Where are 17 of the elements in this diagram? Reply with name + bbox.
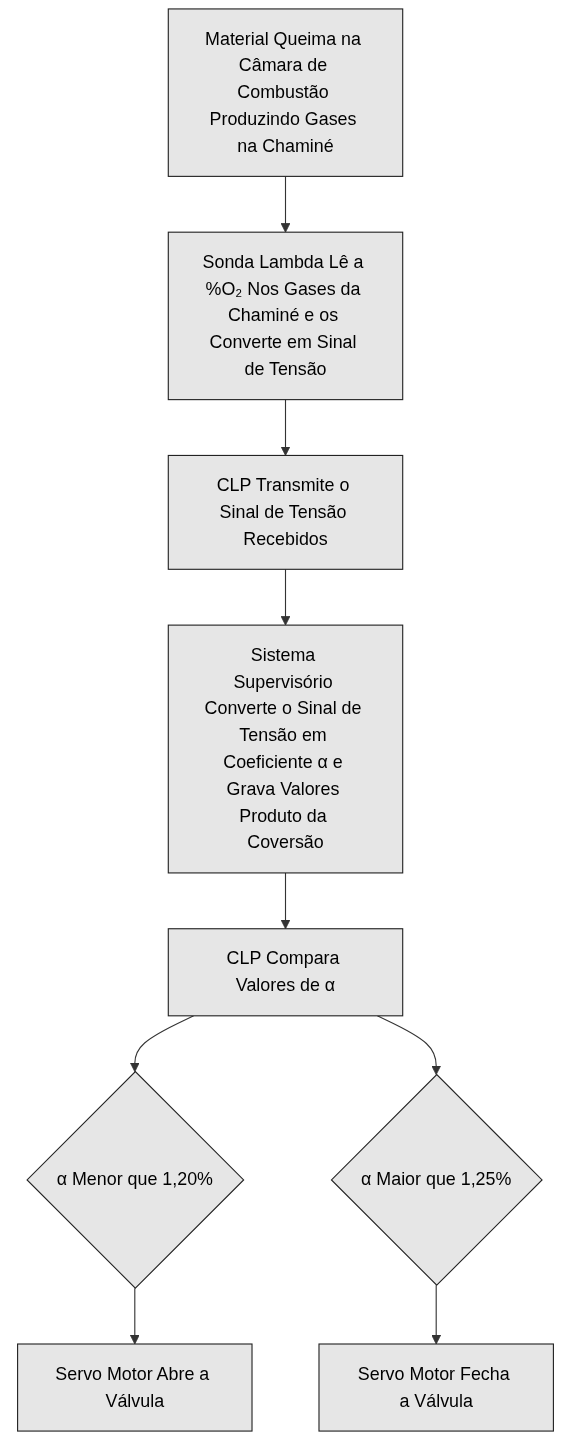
node-diamond: α Maior que 1,25% (330, 1073, 543, 1286)
node-box: CLP Compara Valores de α (167, 928, 404, 1017)
arrow (129, 1287, 140, 1345)
arrow (431, 1284, 442, 1345)
arrow (280, 175, 291, 233)
arrow (280, 872, 291, 930)
arrow (129, 1015, 195, 1073)
node-box: Servo Motor Abre a Válvula (17, 1343, 253, 1432)
node-box: Material Queima na Câmara de Combustão Produzindo Gases na Chaminé (167, 8, 404, 177)
node-box: CLP Transmite o Sinal de Tensão Recebidos (167, 454, 404, 570)
node-box: Servo Motor Fecha a Válvula (318, 1343, 554, 1432)
arrow (376, 1015, 442, 1076)
node-diamond: α Menor que 1,20% (26, 1070, 245, 1289)
arrow (280, 399, 291, 456)
arrow (280, 568, 291, 626)
node-box: Sonda Lambda Lê a %O₂ Nos Gases da Chaminé e os Converte em Sinal de Tensão (167, 231, 404, 401)
node-box: Sistema Supervisório Converte o Sinal de Tensão em Coeficiente α e Grava Valores Produto da Coversão (167, 624, 404, 874)
